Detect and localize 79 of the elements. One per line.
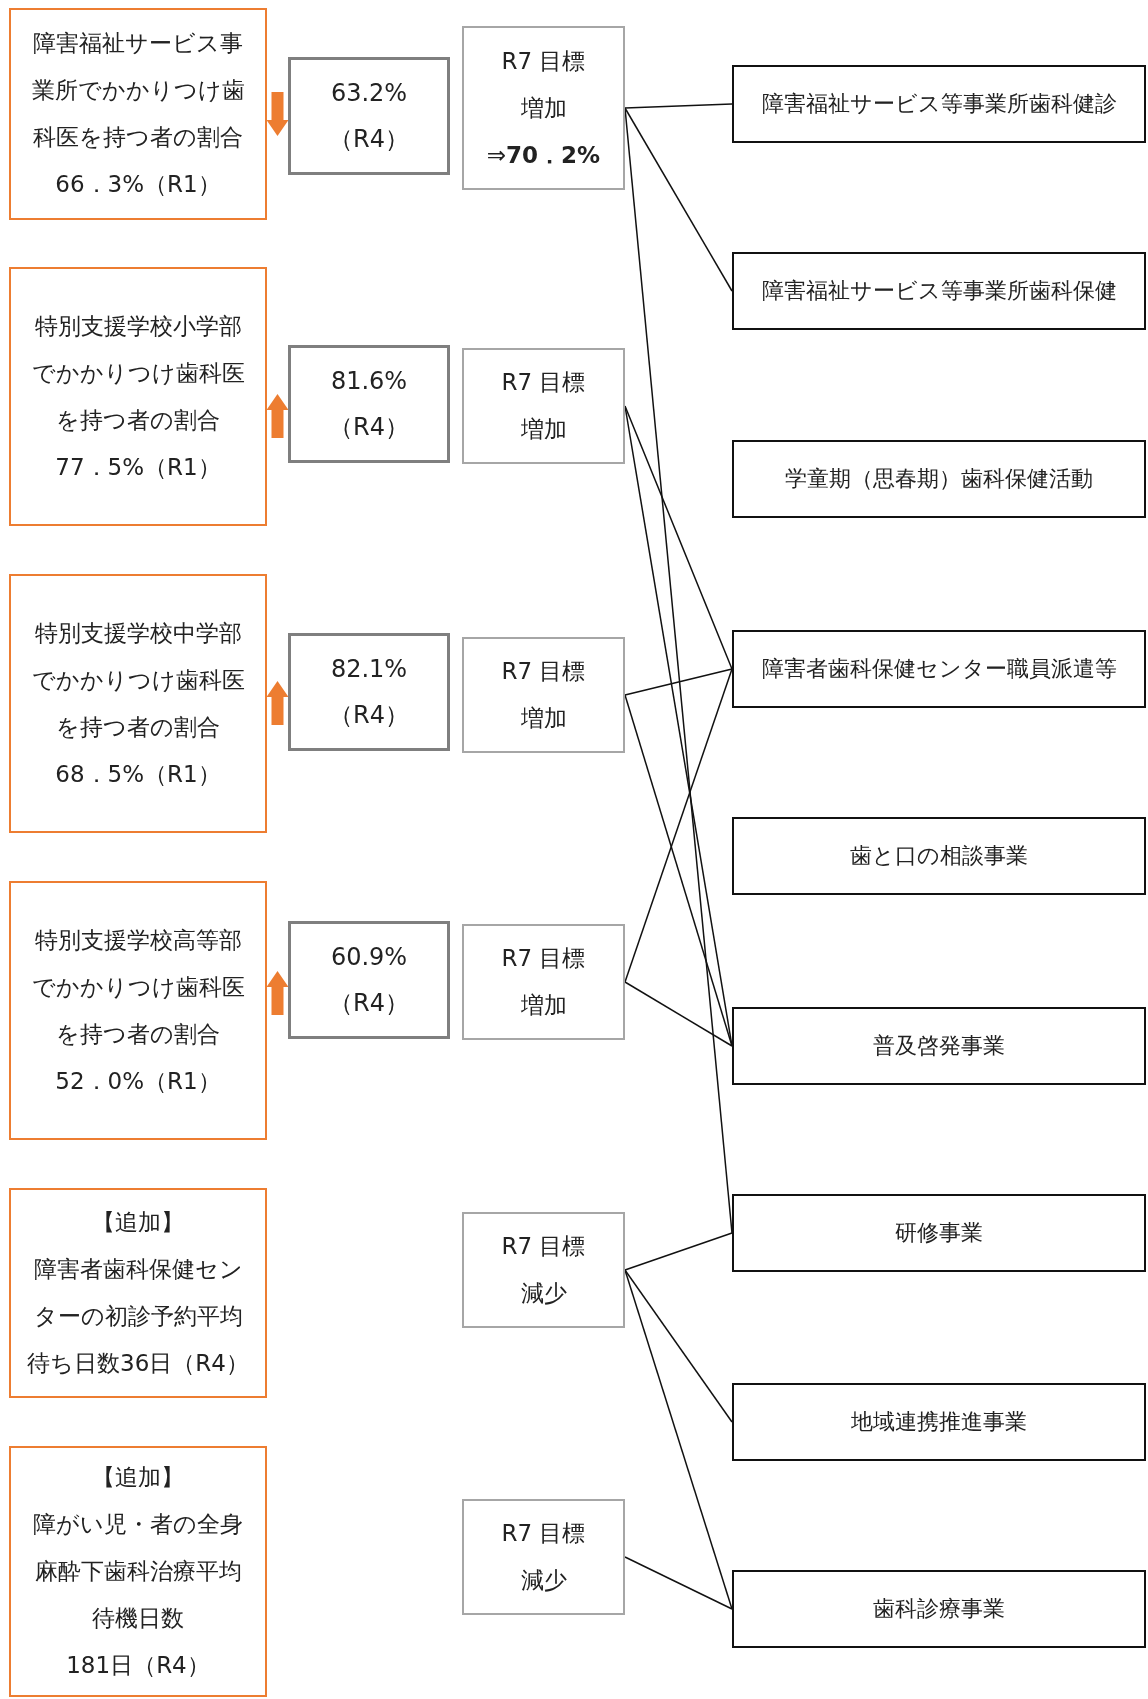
target-text: 増加 [520, 991, 567, 1020]
value-text: 81.6% [330, 366, 408, 397]
indicator-box [9, 8, 267, 220]
program-box [732, 1570, 1146, 1648]
block-arrow [266, 681, 289, 725]
target-text: R7 目標 [501, 1519, 586, 1548]
indicator-text: 77．5%（R1） [55, 452, 221, 482]
block-arrow [266, 394, 289, 438]
target-box [462, 924, 625, 1040]
target-text: R7 目標 [501, 944, 586, 973]
program-box [732, 630, 1146, 708]
target-text: ⇒70．2% [486, 140, 601, 170]
target-text: 増加 [520, 704, 567, 733]
block-arrow [266, 92, 289, 136]
indicator-box [9, 1188, 267, 1398]
indicator-text: 障害福祉サービス事業所でかかりつけ歯科医を持つ者の割合 [30, 29, 246, 152]
indicator-box [9, 881, 267, 1140]
indicator-text: 181日（R4） [66, 1651, 210, 1680]
indicator-text: 特別支援学校小学部でかかりつけ歯科医を持つ者の割合 [31, 311, 245, 435]
current-value-box [288, 633, 450, 751]
program-label: 研修事業 [895, 1219, 983, 1247]
connector-line [624, 107, 733, 292]
program-label: 障害福祉サービス等事業所歯科健診 [761, 90, 1117, 118]
target-box [462, 348, 625, 464]
target-text: R7 目標 [501, 368, 586, 397]
value-text: 82.1% [330, 654, 408, 685]
program-box [732, 1007, 1146, 1085]
program-box [732, 252, 1146, 330]
target-box [462, 1499, 625, 1615]
value-text: 63.2% [330, 78, 408, 109]
indicator-text: 特別支援学校高等部でかかりつけ歯科医を持つ者の割合 [31, 925, 245, 1049]
indicator-box [9, 267, 267, 526]
target-box [462, 26, 625, 190]
program-label: 歯と口の相談事業 [850, 842, 1028, 870]
target-text: R7 目標 [501, 1232, 586, 1261]
target-text: R7 目標 [501, 657, 586, 686]
program-label: 障害者歯科保健センター職員派遣等 [761, 655, 1117, 683]
program-label: 地域連携推進事業 [851, 1408, 1027, 1436]
value-text: （R4） [329, 700, 409, 731]
indicator-text: 52．0%（R1） [55, 1066, 221, 1096]
indicator-text: 66．3%（R1） [55, 170, 221, 199]
connector-line [624, 981, 733, 1047]
program-label: 普及啓発事業 [873, 1032, 1005, 1060]
current-value-box [288, 57, 450, 175]
indicator-text: 特別支援学校中学部でかかりつけ歯科医を持つ者の割合 [31, 618, 245, 742]
indicator-text: 障害者歯科保健センターの初診予約平均待ち日数36日（R4） [26, 1255, 250, 1378]
current-value-box [288, 921, 450, 1039]
current-value-box [288, 345, 450, 463]
target-box [462, 1212, 625, 1328]
program-label: 歯科診療事業 [873, 1595, 1005, 1623]
program-box [732, 1194, 1146, 1272]
target-text: R7 目標 [501, 46, 586, 76]
connector-line [624, 1556, 733, 1610]
connector-line [624, 103, 733, 109]
connector-line [624, 1269, 733, 1423]
indicator-box [9, 1446, 267, 1697]
connector-line [624, 1232, 733, 1271]
program-label: 障害福祉サービス等事業所歯科保健 [761, 277, 1117, 305]
indicator-text: 【追加】 [92, 1463, 184, 1492]
target-text: 増加 [520, 415, 567, 444]
indicator-text: 【追加】 [92, 1208, 184, 1237]
block-arrow [266, 971, 289, 1015]
program-label: 学童期（思春期）歯科保健活動 [785, 465, 1093, 493]
target-text: 減少 [520, 1279, 567, 1308]
value-text: （R4） [329, 412, 409, 443]
indicator-text: 障がい児・者の全身麻酔下歯科治療平均待機日数 [32, 1510, 244, 1633]
indicator-box [9, 574, 267, 833]
value-text: （R4） [329, 988, 409, 1019]
target-box [462, 637, 625, 753]
program-box [732, 817, 1146, 895]
program-box [732, 440, 1146, 518]
program-box [732, 65, 1146, 143]
target-text: 増加 [520, 93, 567, 123]
target-text: 減少 [520, 1566, 567, 1595]
program-box [732, 1383, 1146, 1461]
value-text: 60.9% [330, 942, 408, 973]
value-text: （R4） [329, 124, 409, 155]
connector-line [624, 668, 733, 696]
indicator-text: 68．5%（R1） [55, 759, 221, 789]
